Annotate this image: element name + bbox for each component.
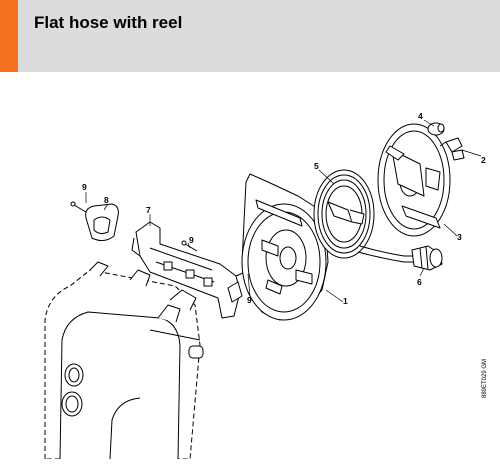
callout-2: 2 [481,155,486,165]
callout-labels: 9 8 7 9 9 1 4 2 5 3 6 [82,111,486,306]
page-title: Flat hose with reel [34,13,183,32]
drawing-code: 889ET029 GM [482,358,488,398]
part-2-clips [439,137,465,161]
leader-lines [85,119,482,303]
exploded-parts-diagram: 9 8 7 9 9 1 4 2 5 3 6 [0,72,500,460]
callout-8: 8 [104,195,109,205]
accent-stripe [0,0,18,72]
callout-1: 1 [343,296,348,306]
callout-6: 6 [417,277,422,287]
callout-7: 7 [146,205,151,215]
part-3-crank-disc [377,123,451,237]
callout-9-middle: 9 [189,235,194,245]
title-bar: Flat hose with reel [0,0,500,72]
pressure-washer-body [44,261,204,460]
callout-4: 4 [418,111,423,121]
part-7-bracket [131,221,243,319]
callout-3: 3 [457,232,462,242]
part-9-screw-left [70,201,87,213]
callout-5: 5 [314,161,319,171]
part-9-screw-middle [181,240,198,252]
callout-9-lower: 9 [247,295,252,305]
part-6-hose-coupling [411,245,443,271]
part-4-knob [427,122,445,136]
part-1-reel-housing [241,173,335,321]
parts-drawing: 9 8 7 9 9 1 4 2 5 3 6 [44,111,486,460]
part-8-clip [85,203,119,242]
part-5-flat-hose [313,169,414,263]
callout-9-left: 9 [82,182,87,192]
